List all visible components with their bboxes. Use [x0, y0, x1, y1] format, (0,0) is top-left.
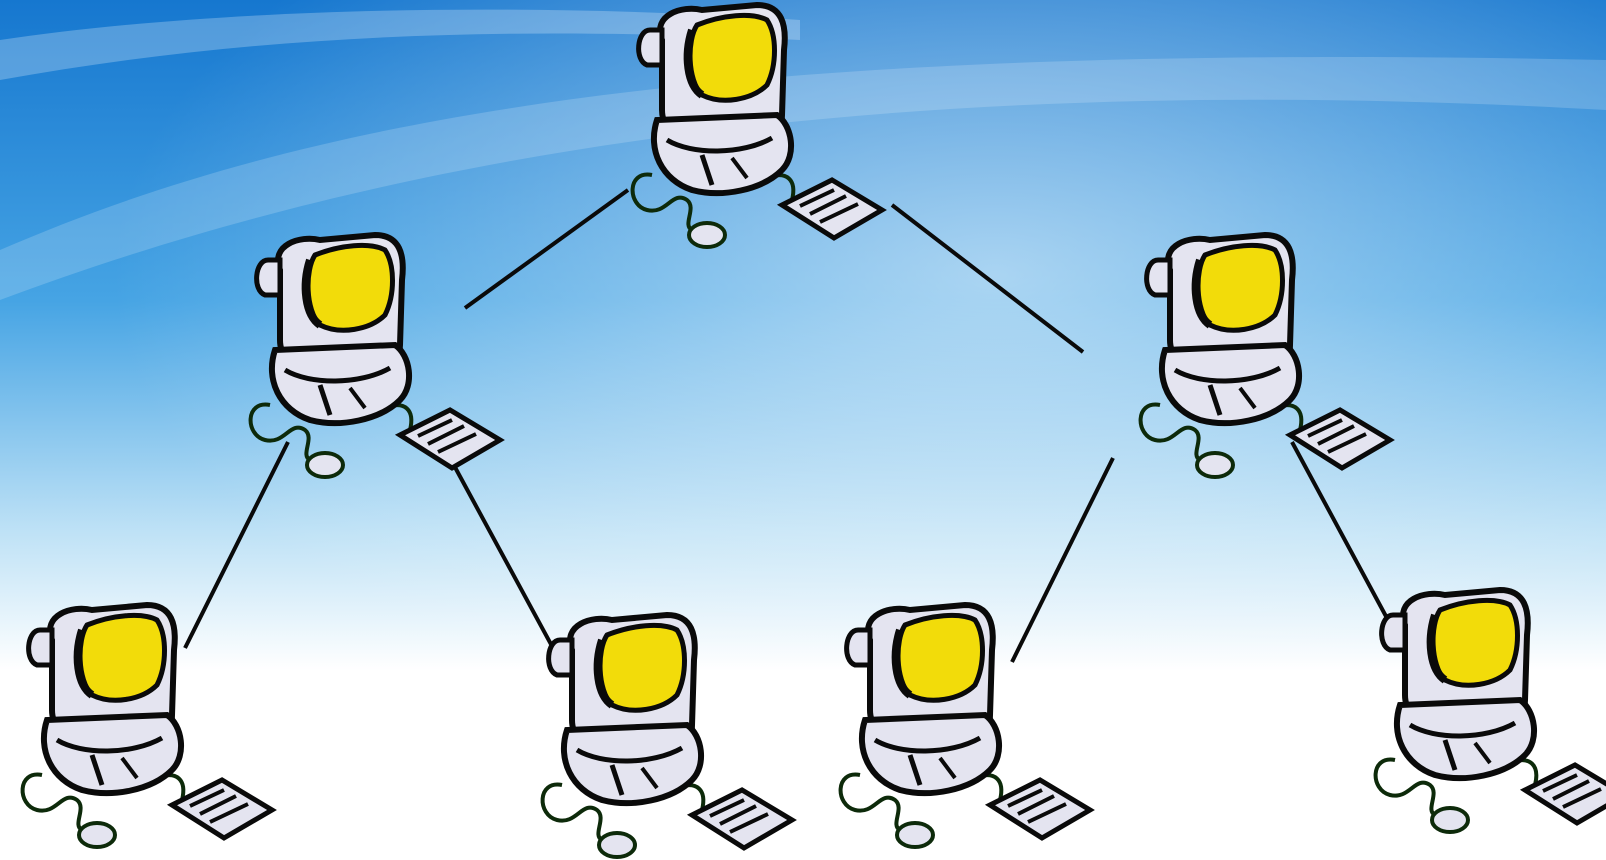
tree-topology-diagram — [0, 0, 1606, 860]
